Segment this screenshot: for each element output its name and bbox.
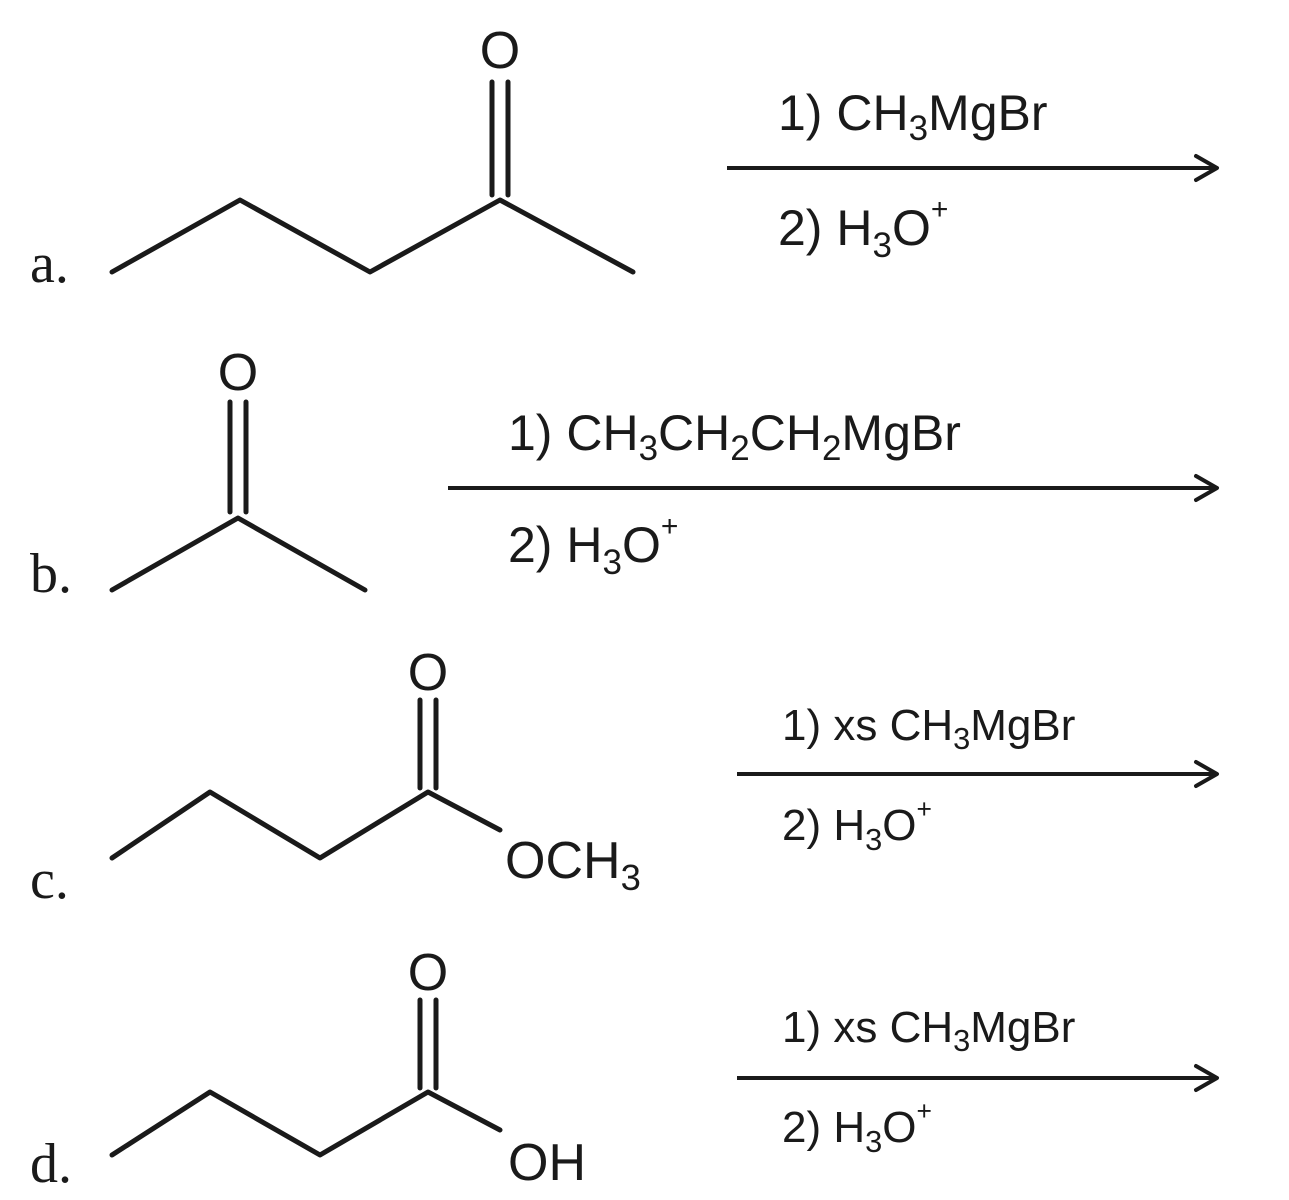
reaction-label-c: c.	[30, 849, 69, 911]
molecule-c-chain	[109, 789, 503, 861]
reaction-c-step2: 2) H3O+	[782, 794, 932, 857]
molecule-d-substituent: OH	[508, 1134, 586, 1192]
molecule-b-chain	[109, 515, 368, 593]
reaction-b-step1: 1) CH3CH2CH2MgBr	[508, 405, 961, 468]
reaction-d-arrowhead	[1194, 1064, 1219, 1092]
reaction-b-step2: 2) H3O+	[508, 510, 678, 582]
reaction-c-arrowhead	[1194, 760, 1219, 788]
molecule-d-oxygen: O	[408, 944, 448, 1002]
molecule-a-oxygen: O	[480, 22, 520, 80]
molecule-c-substituent: OCH3	[505, 832, 641, 898]
molecule-b-oxygen: O	[218, 344, 258, 402]
reaction-d: d. O OH 1) xs CH3MgBr 2) H3O+	[30, 944, 1219, 1195]
reaction-label-a: a.	[30, 233, 69, 295]
reaction-c-step1: 1) xs CH3MgBr	[782, 701, 1075, 756]
reaction-a-step1: 1) CH3MgBr	[778, 85, 1048, 148]
reaction-a-step2: 2) H3O+	[778, 193, 948, 265]
molecule-d-chain	[109, 1089, 503, 1158]
reaction-a-arrowhead	[1194, 154, 1219, 182]
reaction-b: b. O 1) CH3CH2CH2MgBr 2) H3O+	[30, 344, 1219, 605]
reaction-a: a. O 1) CH3MgBr 2) H3O+	[30, 22, 1219, 295]
molecule-c-oxygen: O	[408, 644, 448, 702]
molecule-a-chain	[109, 197, 636, 275]
reaction-label-d: d.	[30, 1133, 72, 1195]
reaction-b-arrowhead	[1194, 474, 1219, 502]
reaction-d-step2: 2) H3O+	[782, 1096, 932, 1159]
reaction-label-b: b.	[30, 543, 72, 605]
reaction-c: c. O OCH3 1) xs CH3MgBr 2) H3O+	[30, 644, 1219, 911]
reaction-d-step1: 1) xs CH3MgBr	[782, 1003, 1075, 1058]
